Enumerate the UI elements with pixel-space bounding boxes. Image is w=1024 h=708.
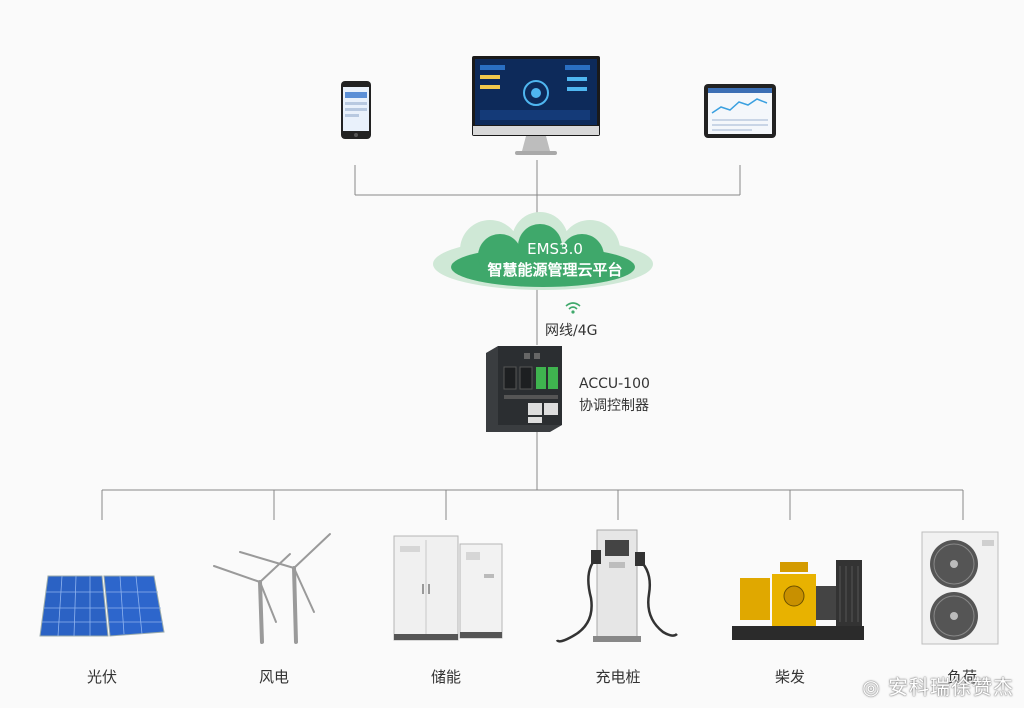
device-label-pv: 光伏 [86, 668, 117, 686]
platform-name: 智慧能源管理云平台 [487, 261, 623, 279]
ev-charger-icon [555, 529, 678, 643]
device-label-diesel: 柴发 [774, 668, 805, 686]
wind-turbine-icon [213, 533, 331, 644]
tablet-icon [704, 84, 776, 138]
solar-panel-icon [39, 575, 165, 637]
controller-device-icon [486, 346, 562, 432]
energy-storage-cabinet-icon [393, 535, 503, 641]
device-label-load: 负荷 [946, 668, 977, 686]
watermark-text: 安科瑞徐赞杰 [888, 675, 1014, 699]
device-label-charger: 充电桩 [595, 668, 641, 686]
controller-model: ACCU-100 [579, 376, 650, 392]
diesel-generator-icon [732, 560, 864, 640]
smartphone-icon [341, 81, 371, 139]
controller-name: 协调控制器 [579, 398, 649, 414]
weibo-icon: ◎ [862, 675, 881, 699]
wifi-icon [565, 302, 581, 314]
device-label-wind: 风电 [258, 668, 289, 686]
watermark: ◎ 安科瑞徐赞杰 [862, 671, 1014, 700]
cloud-platform-icon [433, 212, 653, 290]
platform-version: EMS3.0 [527, 240, 583, 258]
hvac-load-unit-icon [921, 531, 999, 645]
device-label-storage: 储能 [430, 668, 461, 686]
network-label: 网线/4G [545, 323, 598, 339]
desktop-monitor-icon [472, 56, 600, 155]
